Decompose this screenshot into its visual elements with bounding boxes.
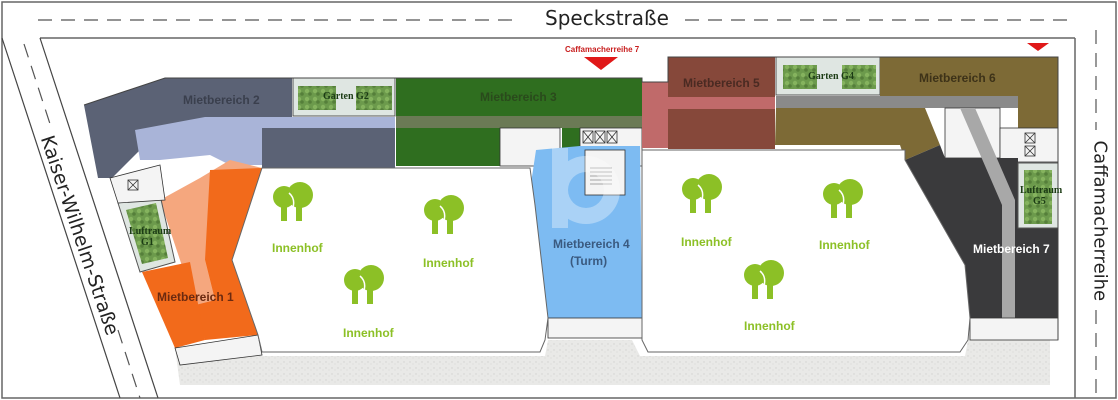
tree-icon — [344, 265, 384, 304]
entrance-marker-main — [584, 57, 618, 70]
garden-g4-hedge-left — [783, 65, 817, 89]
core-west — [109, 164, 166, 204]
label-mietbereich-4: Mietbereich 4 — [553, 237, 630, 251]
tree-icon — [744, 260, 784, 299]
area-mietbereich-6[interactable] — [880, 57, 1058, 128]
corridor-mietbereich-3 — [396, 116, 642, 128]
area-mietbereich-1[interactable] — [195, 168, 262, 340]
courtyard-east — [641, 149, 971, 353]
label-mietbereich-6: Mietbereich 6 — [919, 71, 996, 85]
label-innenhof-1: Innenhof — [272, 241, 323, 255]
elevator-icons-west — [127, 179, 139, 191]
street-label-speckstrasse: Speckstraße — [545, 6, 669, 30]
entrance-marker-east — [1027, 43, 1049, 51]
area-mietbereich-3-lower — [396, 128, 500, 166]
elevator-icons — [582, 130, 618, 144]
corridor-mietbereich-7 — [960, 108, 1015, 318]
area-mietbereich-7[interactable] — [905, 145, 1058, 318]
area-mietbereich-6-wedge — [900, 108, 940, 160]
label-mietbereich-7: Mietbereich 7 — [973, 242, 1050, 256]
label-mietbereich-5: Mietbereich 5 — [683, 76, 760, 90]
label-luftraum-g5: Luftraum — [1020, 185, 1063, 196]
label-luftraum-g1: Luftraum — [129, 226, 172, 237]
label-mietbereich-3: Mietbereich 3 — [480, 90, 557, 104]
garden-g4-hedge-right — [842, 65, 876, 89]
tree-icon — [682, 174, 722, 213]
building-outline — [83, 56, 1059, 340]
tower-stairs — [584, 149, 626, 196]
watermark-logo — [552, 148, 620, 228]
entrance-label: Caffamacherreihe 7 — [565, 45, 640, 54]
mb1-service-rooms — [174, 334, 263, 366]
label-innenhof-2: Innenhof — [423, 256, 474, 270]
pavement — [175, 330, 1050, 385]
tower-service-rooms — [547, 317, 643, 339]
label-mietbereich-4-sublabel: (Turm) — [570, 254, 608, 268]
corridor-mietbereich-5-connector — [642, 82, 668, 148]
green-patch — [562, 128, 580, 150]
area-mietbereich-3[interactable] — [396, 78, 642, 116]
tree-icon — [823, 179, 863, 218]
label-garden-g4: Garten G4 — [808, 71, 854, 82]
area-mietbereich-5[interactable] — [668, 57, 775, 97]
garden-g2-hedge-left — [298, 86, 336, 110]
label-luftraum-g1-sublabel: G1 — [141, 237, 154, 248]
label-mietbereich-1: Mietbereich 1 — [157, 290, 234, 304]
garden-g5-hedge — [1024, 170, 1052, 224]
label-innenhof-4: Innenhof — [681, 235, 732, 249]
label-innenhof-6: Innenhof — [744, 319, 795, 333]
stair-lines — [590, 167, 612, 185]
corridor-mietbereich-2 — [135, 117, 395, 165]
area-mietbereich-6-lower — [775, 108, 900, 145]
label-innenhof-3: Innenhof — [343, 326, 394, 340]
label-garden-g2: Garten G2 — [323, 91, 369, 102]
area-mietbereich-5-lower — [668, 109, 775, 149]
courtyard-west — [231, 167, 549, 353]
core-stairs — [499, 127, 561, 167]
garden-g1-hedge — [126, 203, 168, 264]
elevator-icons-east — [1024, 132, 1036, 157]
tree-icon — [273, 182, 313, 221]
street-label-caffamacherreihe: Caffamacherreihe — [1089, 140, 1111, 302]
mb7-service-rooms — [969, 317, 1059, 341]
label-mietbereich-2: Mietbereich 2 — [183, 93, 260, 107]
label-luftraum-g5-sublabel: G5 — [1033, 196, 1046, 207]
tree-icon — [424, 195, 464, 234]
corridor-mietbereich-5 — [668, 97, 775, 109]
area-mietbereich-1-lower — [142, 262, 205, 348]
garden-g2-hedge-right — [356, 86, 392, 110]
label-innenhof-5: Innenhof — [819, 238, 870, 252]
